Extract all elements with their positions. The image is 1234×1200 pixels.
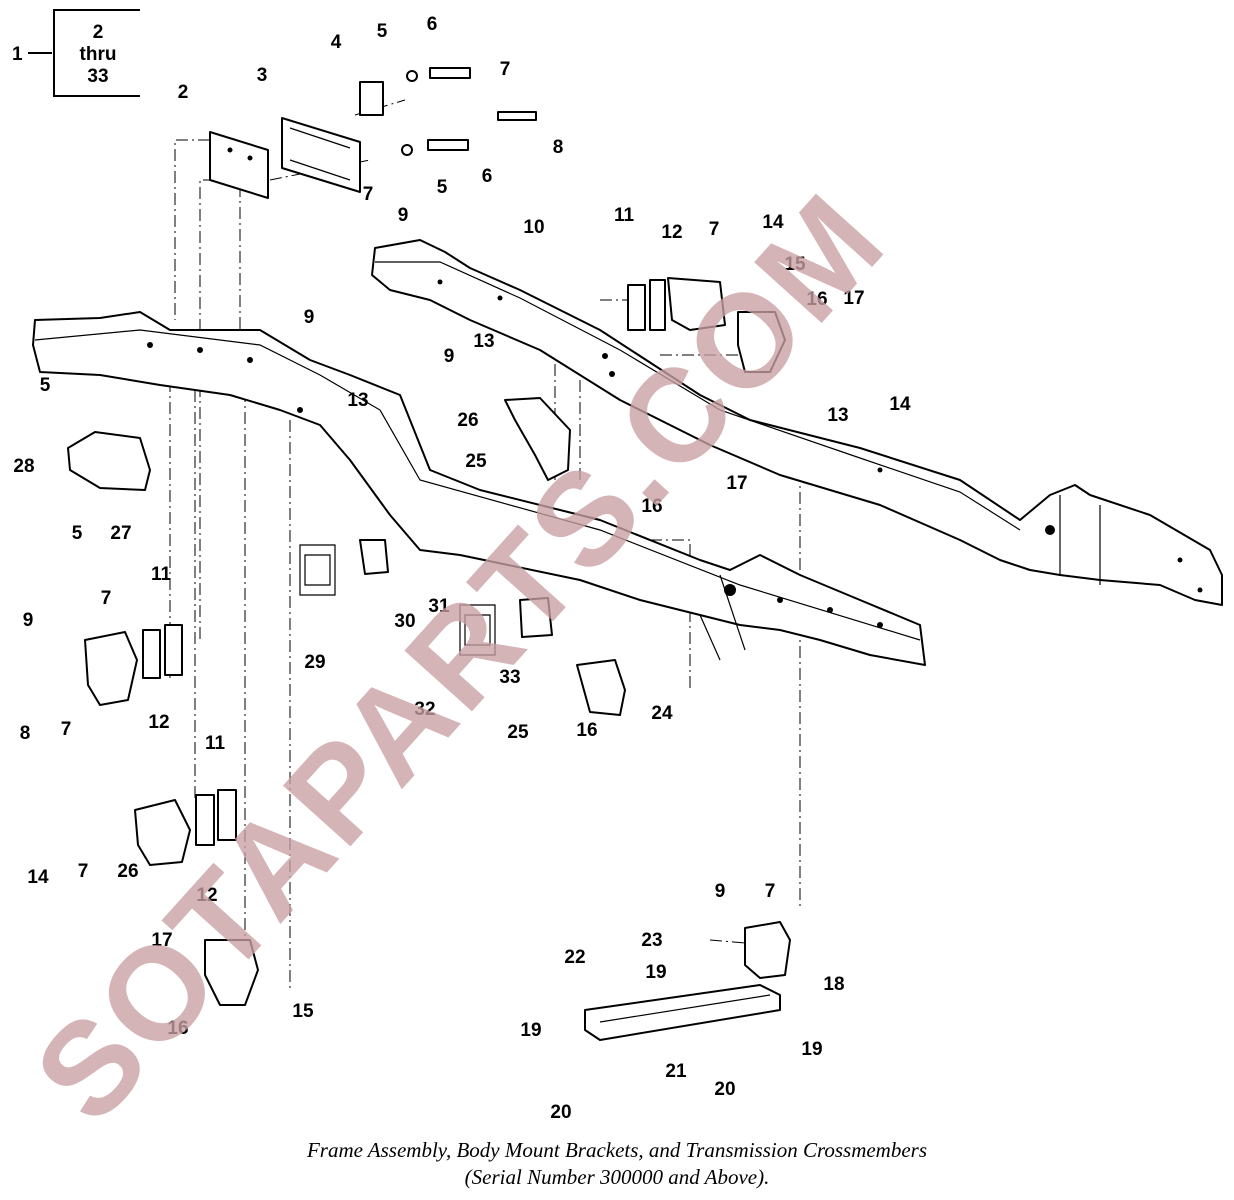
callout-14: 14	[27, 867, 49, 888]
bolt-8-upper	[497, 111, 537, 121]
callout-31: 31	[428, 596, 450, 617]
callout-11: 11	[205, 733, 226, 754]
callout-24: 24	[651, 703, 673, 724]
callout-26: 26	[117, 861, 138, 882]
callout-5: 5	[377, 21, 388, 42]
callout-13: 13	[347, 390, 368, 411]
bracket-15-lower	[204, 939, 259, 1006]
index-line-1: 2	[93, 22, 104, 43]
callout-7: 7	[363, 184, 374, 205]
callout-18: 18	[823, 974, 844, 995]
callout-14: 14	[889, 394, 911, 415]
callout-28: 28	[13, 456, 34, 477]
index-box: 1 2 thru 33	[12, 9, 140, 97]
callout-7: 7	[709, 219, 720, 240]
brackets-11-12-upper-right	[627, 277, 726, 331]
brackets-11-12-left	[84, 624, 183, 706]
callout-13: 13	[827, 405, 848, 426]
caption-line-1: Frame Assembly, Body Mount Brackets, and…	[306, 1138, 928, 1162]
callout-33: 33	[499, 667, 520, 688]
mount-bracket-27	[67, 431, 151, 491]
plate-2	[209, 131, 269, 199]
clamps-29-32	[299, 539, 553, 656]
callout-5: 5	[72, 523, 83, 544]
callout-19: 19	[520, 1020, 541, 1041]
callout-21: 21	[665, 1061, 687, 1082]
callout-3: 3	[257, 65, 268, 86]
caption-line-2: (Serial Number 300000 and Above).	[464, 1165, 770, 1189]
bracket-18	[744, 921, 791, 979]
callout-12: 12	[196, 885, 217, 906]
brackets-11-12-lower	[134, 789, 237, 866]
bracket-4	[359, 81, 384, 116]
callout-2: 2	[178, 82, 189, 103]
callout-29: 29	[304, 652, 325, 673]
callout-19: 19	[801, 1039, 822, 1060]
callout-7: 7	[765, 881, 776, 902]
callout-22: 22	[564, 947, 585, 968]
callout-9: 9	[444, 346, 455, 367]
callout-27: 27	[110, 523, 131, 544]
index-line-3: 33	[87, 66, 108, 87]
callout-15: 15	[292, 1001, 314, 1022]
callout-17: 17	[151, 930, 172, 951]
callout-11: 11	[614, 205, 635, 226]
callout-19: 19	[645, 962, 666, 983]
callout-6: 6	[427, 14, 438, 35]
bolt-6-upper	[406, 67, 471, 82]
callout-25: 25	[507, 722, 529, 743]
callout-15: 15	[784, 254, 806, 275]
callout-9: 9	[304, 307, 315, 328]
callout-16: 16	[576, 720, 597, 741]
callout-10: 10	[523, 217, 544, 238]
callout-4: 4	[331, 32, 342, 53]
callout-12: 12	[148, 712, 169, 733]
callout-25: 25	[465, 451, 487, 472]
bracket-15-upper	[737, 311, 786, 373]
callout-26: 26	[457, 410, 478, 431]
callout-11: 11	[151, 564, 172, 585]
callout-30: 30	[394, 611, 415, 632]
callout-7: 7	[101, 588, 112, 609]
callout-7: 7	[78, 861, 89, 882]
callout-13: 13	[473, 331, 494, 352]
crossmember-21	[584, 984, 781, 1041]
plate-3	[281, 117, 361, 193]
callout-6: 6	[482, 166, 493, 187]
index-label: 1	[12, 44, 23, 65]
callout-8: 8	[20, 723, 31, 744]
bracket-24	[576, 659, 626, 716]
callout-5: 5	[437, 177, 448, 198]
callout-17: 17	[843, 288, 864, 309]
callout-23: 23	[641, 930, 662, 951]
callout-9: 9	[23, 610, 34, 631]
callout-17: 17	[726, 473, 747, 494]
callout-12: 12	[661, 222, 682, 243]
callout-9: 9	[715, 881, 726, 902]
callout-16: 16	[806, 289, 827, 310]
callout-16: 16	[641, 496, 662, 517]
callout-9: 9	[398, 205, 409, 226]
callout-32: 32	[414, 699, 435, 720]
callout-8: 8	[553, 137, 564, 158]
callout-14: 14	[762, 212, 784, 233]
frame-rail-upper	[371, 239, 1223, 606]
callout-20: 20	[550, 1102, 571, 1123]
callout-16: 16	[167, 1018, 188, 1039]
callout-7: 7	[61, 719, 72, 740]
index-line-2: thru	[80, 44, 117, 65]
callout-7: 7	[500, 59, 511, 80]
callout-20: 20	[714, 1079, 735, 1100]
bolt-6-lower	[401, 139, 469, 156]
callout-5: 5	[40, 375, 51, 396]
arm-26-25	[504, 397, 571, 481]
frame-rail-lower	[32, 311, 926, 666]
